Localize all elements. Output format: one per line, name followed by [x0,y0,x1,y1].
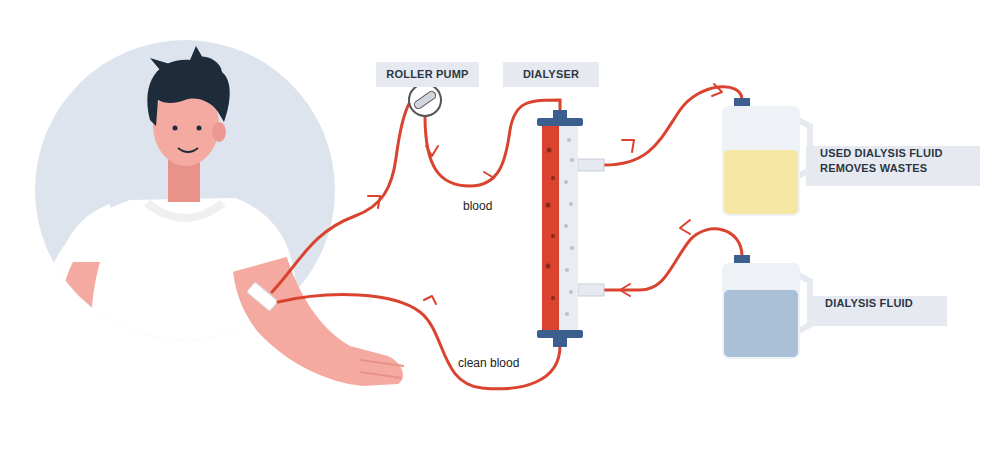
dialyser-symbol-part-part [551,296,555,300]
roller-pump-symbol-part [409,84,441,116]
dialyser-symbol-part-part [569,202,573,206]
dialysate-tubing-part [604,87,742,165]
dialyser-symbol-part [542,125,559,331]
fluid-label-box: DIALYSIS FLUID [811,296,947,326]
flow-arrow-part [622,140,634,152]
dialysis-fluid-jug-part [734,255,750,264]
dialysis-fluid-jug-part [724,290,798,357]
patient-figure-part [225,200,290,272]
patient-figure-part [173,126,178,131]
process-label-box: ROLLER PUMP [376,62,479,87]
patient-figure-part [150,46,204,70]
patient-figure [40,46,404,386]
blood-tubing-part [272,102,410,292]
tube-label: blood [461,199,494,213]
dialyser-symbol-part [578,284,604,296]
used-fluid-jug-part [722,106,800,216]
blood-tubing [272,100,560,389]
dialyser-symbol-part-part [569,290,573,294]
used-fluid-jug-part [734,98,750,107]
dialyser-symbol-part-part [547,148,552,153]
tube-label: clean blood [456,356,521,370]
blood-tubing-part [278,295,560,389]
dialysate-tubing [604,87,742,290]
flow-arrow-part [680,220,690,234]
used-fluid-jug [722,98,810,216]
box-text: DIALYSER [523,67,579,82]
dialyser-symbol-part-part [564,180,568,184]
patient-figure-part-part [55,250,100,345]
dialyser-symbol-part [542,125,578,331]
dialyser-symbol [537,110,604,347]
dialysis-fluid-jug-part [722,263,800,359]
patient-figure-part [360,360,404,378]
flow-arrow-part [368,196,380,208]
roller-pump-symbol [409,84,441,116]
flow-arrow-part [426,146,438,156]
dialyser-symbol-part [546,148,556,301]
patient-figure-part [247,282,278,311]
dialyser-symbol-part [553,338,567,347]
fluid-label-box: USED DIALYSIS FLUID REMOVES WASTES [806,146,980,186]
patient-figure-part [212,122,226,142]
patient-figure-part [232,248,403,386]
dialyser-symbol-part [578,159,604,171]
dialyser-symbol-part [564,138,574,316]
flow-arrow-part [424,296,436,304]
flow-arrow-part [712,84,722,96]
patient-figure-part-part [168,160,200,202]
dialyser-symbol-part-part [570,246,574,250]
box-text: DIALYSIS FLUID [825,296,913,311]
dialysate-tubing-part [604,229,742,290]
dialyser-symbol-part-part [551,176,555,180]
patient-figure-part-part [60,204,118,262]
flow-arrow-part [484,172,494,184]
dialyser-symbol-part [537,118,583,126]
dialyser-symbol-part-part [565,312,569,316]
dialyser-symbol-part-part [570,158,574,162]
dialyser-symbol-part-part [546,203,551,208]
dialyser-symbol-part-part [546,264,551,269]
dialyser-symbol-part [553,110,567,119]
box-text: USED DIALYSIS FLUID REMOVES WASTES [820,146,968,176]
dialyser-symbol-part-part [564,224,568,228]
patient-figure-part-part [144,200,226,222]
dialyser-symbol-part-part [551,234,555,238]
flow-arrow-part [620,284,630,296]
dialyser-symbol-part-part [565,268,569,272]
process-label-box: DIALYSER [503,62,599,87]
dialyser-symbol-part-part [567,138,571,142]
patient-figure-part [197,126,202,131]
roller-pump-symbol-part [413,90,437,110]
dialyser-symbol-part [537,330,583,338]
patient-figure-part [178,148,198,152]
blood-tubing-part [425,100,560,186]
dialysis-fluid-jug [722,255,810,359]
box-text: ROLLER PUMP [386,67,468,82]
used-fluid-jug-part [724,150,798,214]
